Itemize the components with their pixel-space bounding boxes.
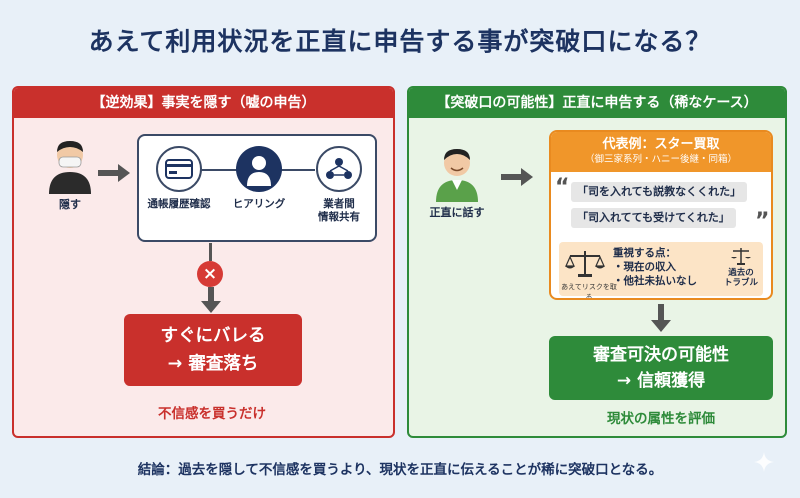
interviewer-icon [236,146,282,192]
focus-title: 重視する点： [613,247,676,259]
result-line: → 審査落ち [167,354,259,374]
arrow-right-icon [501,168,533,186]
process-item-info-sharing: 業者間 情報共有 [299,146,379,224]
process-item-hearing: ヒアリング [219,146,299,211]
process-connector [201,169,237,171]
left-panel-header: 【逆効果】事実を隠す（嘘の申告） [14,88,393,118]
conclusion-text: 結論：過去を隠して不信感を買うより、現状を正直に伝えることが稀に突破口となる。 [137,462,663,478]
page-title: あえて利用状況を正直に申告する事が突破口になる？ [88,27,712,56]
example-title: 代表例：スター買取 [602,137,720,152]
process-label: ヒアリング [232,198,286,210]
right-person-label: 正直に話す [429,206,485,219]
example-header: 代表例：スター買取 （御三家系列・ハニー後継・同箱） [551,132,771,172]
trouble-label: 過去の トラブル [723,268,758,288]
risk-label: あえてリスクを取る [561,283,617,300]
small-scale-icon [731,248,751,265]
x-mark-icon: × [197,261,223,287]
network-icon [316,146,362,192]
result-approval-box: 審査可決の可能性 → 信頼獲得 [549,336,773,400]
down-connector [209,243,212,261]
arrow-down-icon [651,304,671,332]
example-subtitle: （御三家系列・ハニー後継・同箱） [584,154,737,165]
sparkle-icon [754,452,774,472]
process-label: 業者間 情報共有 [318,198,360,223]
close-quote-icon: ” [755,209,770,234]
result-rejection-box: すぐにバレる → 審査落ち [124,314,302,386]
result-line: すぐにバレる [160,326,266,346]
verification-process-box: 通帳履歴確認 ヒアリング 業 [137,134,377,242]
process-item-bankbook: 通帳履歴確認 [139,146,219,211]
open-quote-icon: “ [555,175,570,200]
focus-item: ・現在の収入 [613,261,676,273]
result-line: 審査可決の可能性 [593,345,729,365]
process-label: 通帳履歴確認 [147,198,211,210]
result-line: → 信頼獲得 [616,371,706,391]
testimonial-quote: 「司入れてても受けてくれた」 [571,208,736,228]
arrow-right-icon [98,164,130,182]
honest-person: 正直に話す [427,146,487,220]
left-person-label: 隠す [59,198,81,211]
focus-points: 重視する点： ・現在の収入 ・他社未払いなし [613,246,697,288]
masked-person: 隠す [40,138,100,212]
right-caption: 現状の属性を評価 [607,411,715,427]
arrow-down-icon [201,287,221,313]
right-panel: 【突破口の可能性】正直に申告する（稀なケース） 正直に話す 代表例：スター買取 … [407,86,787,438]
card-icon [156,146,202,192]
testimonial-quote: 「司を入れても説教なくくれた」 [571,182,748,202]
process-connector [279,169,315,171]
masked-person-icon [49,141,91,194]
right-panel-header: 【突破口の可能性】正直に申告する（稀なケース） [409,88,785,118]
focus-points-box: あえてリスクを取る 重視する点： ・現在の収入 ・他社未払いなし 過去の トラブ… [559,242,763,298]
left-panel: 【逆効果】事実を隠す（嘘の申告） 隠す 通帳履歴確認 [12,86,395,438]
example-case-box: 代表例：スター買取 （御三家系列・ハニー後継・同箱） “ 「司を入れても説教なく… [549,130,773,300]
scale-icon [565,251,605,277]
honest-person-icon [436,149,478,202]
focus-item: ・他社未払いなし [613,275,697,287]
left-caption: 不信感を買うだけ [158,406,266,422]
